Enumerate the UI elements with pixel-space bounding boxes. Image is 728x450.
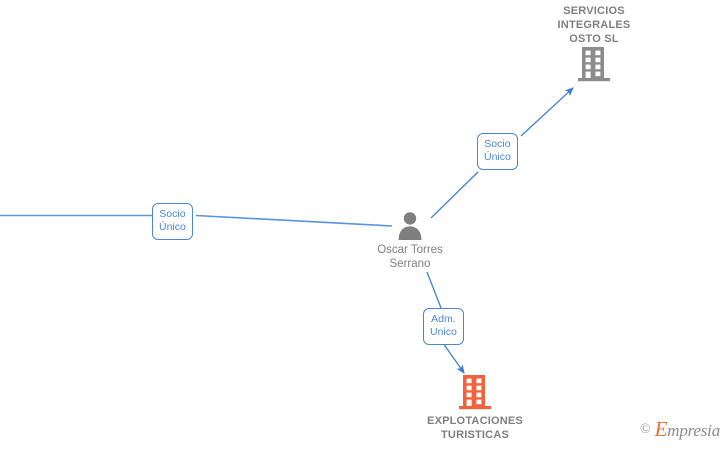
- edge-label-socio-unico-left[interactable]: Socio Único: [152, 203, 193, 240]
- company-bottom-label-line-2: TURISTICAS: [441, 429, 509, 441]
- company-bottom-label-line-1: EXPLOTACIONES: [427, 415, 523, 427]
- company-top-label: SERVICIOS INTEGRALES OSTO SL: [524, 4, 664, 46]
- edge-label-line-2: Único: [484, 151, 511, 163]
- brand-initial: E: [654, 417, 668, 441]
- edge-label-line-1: Socio: [484, 138, 511, 150]
- person-label: Oscar Torres Serrano: [350, 243, 470, 271]
- node-explotaciones-turisticas[interactable]: EXPLOTACIONES TURISTICAS: [404, 374, 546, 442]
- edge-adm-to-company-bottom: [442, 342, 465, 374]
- edge-label-line-2: Único: [159, 221, 186, 233]
- node-oscar-torres-serrano[interactable]: Oscar Torres Serrano: [350, 210, 470, 271]
- person-label-line-1: Oscar Torres: [377, 244, 443, 256]
- brand-wordmark: Empresia: [654, 417, 721, 442]
- empresia-watermark: © Empresia: [640, 417, 720, 442]
- node-servicios-integrales-osto-sl[interactable]: SERVICIOS INTEGRALES OSTO SL: [524, 4, 664, 82]
- building-icon: [404, 374, 546, 410]
- company-bottom-label: EXPLOTACIONES TURISTICAS: [404, 414, 546, 442]
- company-top-label-line-3: OSTO SL: [569, 33, 619, 45]
- edge-socio-right-to-company-top: [520, 87, 574, 137]
- edge-label-adm-unico[interactable]: Adm. Unico: [423, 308, 464, 345]
- edge-person-to-adm: [426, 271, 442, 309]
- copyright-icon: ©: [639, 421, 651, 437]
- edge-label-line-1: Socio: [159, 208, 186, 220]
- company-top-label-line-2: INTEGRALES: [557, 19, 631, 31]
- person-label-line-2: Serrano: [389, 258, 431, 270]
- edge-label-line-2: Unico: [430, 326, 457, 338]
- brand-rest: mpresia: [667, 421, 720, 440]
- edge-label-socio-unico-right[interactable]: Socio Único: [477, 133, 518, 170]
- building-icon: [524, 46, 664, 82]
- company-top-label-line-1: SERVICIOS: [563, 5, 625, 17]
- edge-label-line-1: Adm.: [431, 313, 456, 325]
- person-icon: [350, 210, 470, 240]
